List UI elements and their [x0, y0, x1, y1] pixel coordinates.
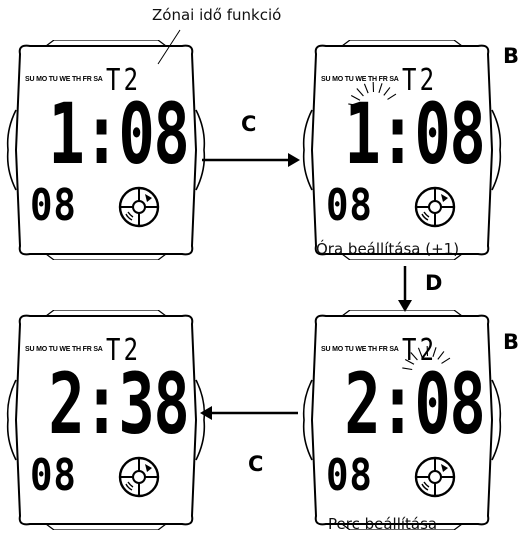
date-display: 08: [326, 180, 373, 231]
key-b-top: B: [503, 44, 520, 68]
key-c-bottom: C: [248, 452, 264, 476]
blink-rays-icon: [348, 81, 397, 107]
watch-case: [6, 310, 206, 530]
weekday-row: SU MO TU WE TH FR SA: [25, 346, 103, 353]
weekday-row: SU MO TU WE TH FR SA: [25, 76, 103, 83]
blink-rays-icon: [402, 345, 451, 371]
key-c-top: C: [241, 112, 257, 136]
date-display: 08: [30, 180, 77, 231]
compass-dial-icon: [414, 456, 456, 498]
compass-dial-icon: [118, 186, 160, 228]
arrow-right-icon: [202, 153, 300, 167]
key-b-bottom: B: [503, 330, 520, 354]
compass-dial-icon: [118, 456, 160, 498]
watch-case: [6, 40, 206, 260]
date-display: 08: [326, 450, 373, 501]
watch-case: [302, 310, 502, 530]
time-zone-indicator: T2: [106, 333, 142, 368]
time-zone-indicator: T2: [106, 63, 142, 98]
time-display: 2:38: [48, 355, 189, 453]
key-d-mid: D: [425, 271, 443, 295]
time-display: 1:08: [48, 85, 189, 183]
arrow-down-icon: [398, 266, 412, 312]
weekday-row: SU MO TU WE TH FR SA: [321, 76, 399, 83]
arrow-left-icon: [200, 406, 298, 420]
time-zone-indicator: T2: [402, 63, 438, 98]
time-display: 1:08: [344, 85, 485, 183]
time-display: 2:08: [344, 355, 485, 453]
compass-dial-icon: [414, 186, 456, 228]
date-display: 08: [30, 450, 77, 501]
zone-function-label: Zónai idő funkció: [152, 6, 282, 24]
watch-case: [302, 40, 502, 260]
weekday-row: SU MO TU WE TH FR SA: [321, 346, 399, 353]
